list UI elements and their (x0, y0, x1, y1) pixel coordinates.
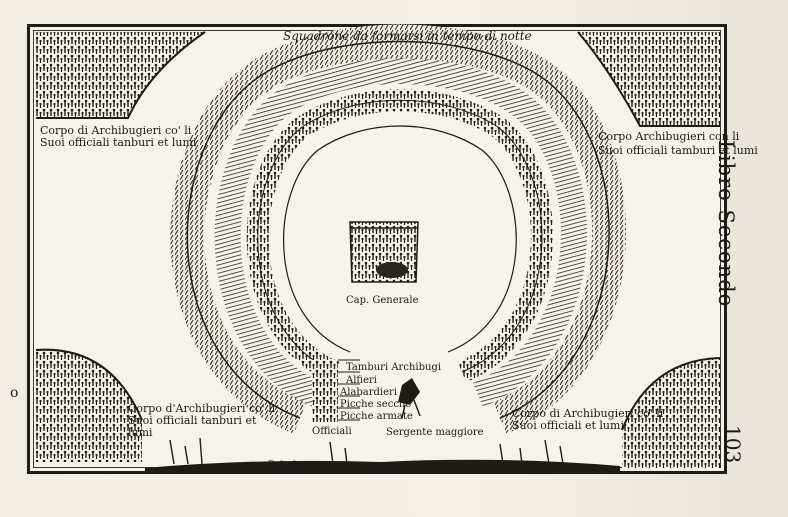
horseshoe-formation (170, 24, 627, 434)
label-palude-2: Palude (366, 466, 401, 477)
label-bottom-left-line2: Suoi officiali tanburi et (128, 414, 257, 427)
label-bottom-left-line1: Corpo d'Archibugieri co' li (128, 402, 276, 415)
label-alabardieri: Alabardieri (340, 387, 398, 398)
page-number: 103 (721, 425, 745, 464)
label-officiali: Officiali (312, 426, 352, 437)
label-bottom-left-line3: lumi (128, 426, 153, 439)
label-alfieri: Alfieri (346, 375, 377, 386)
label-bottom-right-line1: Corpo di Archibugieri co' li (512, 407, 664, 420)
corner-crowd-top-right (577, 31, 720, 127)
label-tamburi: Tamburi Archibugi (346, 362, 442, 373)
label-top-left-line1: Corpo di Archibugieri co' li (40, 124, 192, 137)
label-picche-armate: Picche armate (340, 411, 413, 422)
label-top-right-line2: Suoi officiali tamburi et lumi (598, 144, 758, 157)
margin-mark: o (10, 385, 19, 401)
label-sergente: Sergente maggiore (386, 427, 484, 438)
label-picche-secche: Picche secche (340, 399, 412, 410)
column-of-troops (312, 359, 421, 422)
label-top-right-line1: Corpo Archibugieri con li (598, 130, 740, 143)
label-general: Cap. Generale (346, 295, 419, 306)
label-palude-1: Palude (268, 460, 303, 471)
plate-title: Squadrone da formarsi in tempo di notte (283, 29, 532, 43)
label-bottom-right-line2: Suoi officiali et lumi (512, 419, 624, 432)
marsh-ground (145, 437, 620, 472)
running-header: Libro Secondo (714, 140, 738, 308)
general-vignette (349, 221, 419, 283)
corner-crowd-bottom-left (35, 348, 143, 462)
corner-crowd-top-left (36, 31, 206, 119)
corner-crowd-bottom-right (621, 357, 721, 468)
label-top-left-line2: Suoi officiali tanburi et lumi (40, 136, 197, 149)
